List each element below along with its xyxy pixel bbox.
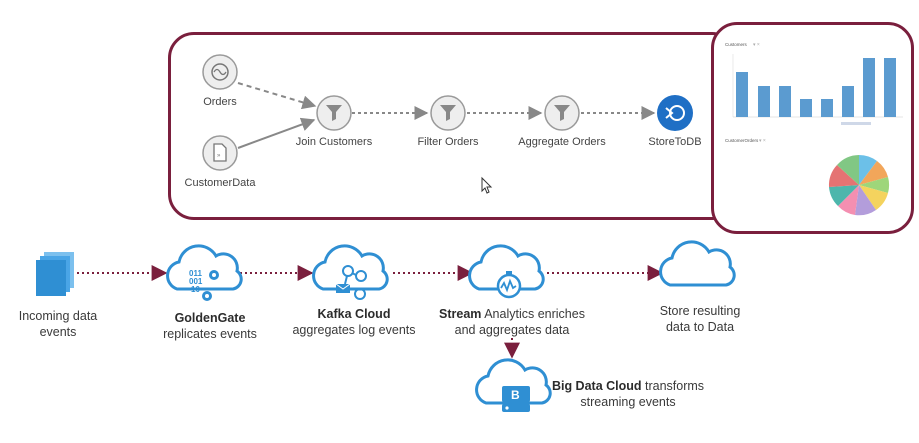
svg-text:»: » <box>217 153 221 159</box>
big-data-cloud-icon: B <box>475 358 552 412</box>
edge-orders-join <box>237 82 317 110</box>
pie-slice <box>855 185 876 216</box>
bar <box>884 58 896 117</box>
store-to-db-node[interactable] <box>657 95 693 131</box>
pie-slice <box>859 185 888 210</box>
bar <box>842 86 854 117</box>
pie-slice <box>828 165 859 187</box>
store-cloud-icon <box>659 240 736 287</box>
goldengate-cloud-icon: 011 001 10 <box>166 244 243 301</box>
goldengate-label: GoldenGate replicates events <box>163 311 257 341</box>
stream-analytics-label: Stream Analytics enriches and aggregates… <box>439 307 585 337</box>
svg-text:10: 10 <box>191 285 200 294</box>
pie-slice <box>859 155 877 185</box>
pie-slice <box>859 177 890 193</box>
pie-chart-controls-icon[interactable]: ▾ × <box>759 138 766 144</box>
kafka-cloud-icon <box>312 244 389 300</box>
bar-chart-bars <box>736 58 896 117</box>
incoming-data-label: Incoming data events <box>18 309 98 339</box>
big-data-cloud-label: Big Data Cloud transforms streaming even… <box>551 379 705 409</box>
aggregate-orders-label: Aggregate Orders <box>518 136 606 148</box>
kafka-cloud-label: Kafka Cloud aggregates log events <box>292 307 416 337</box>
store-data-label: Store resulting data to Data <box>659 304 741 334</box>
pie-slice <box>838 185 859 215</box>
orders-node[interactable] <box>202 54 238 90</box>
bar <box>821 99 833 117</box>
pie-chart-title: CustomerOrders <box>725 138 759 143</box>
orders-label: Orders <box>203 96 237 108</box>
pie-slice <box>829 185 859 206</box>
stream-analytics-cloud-icon <box>468 244 545 299</box>
svg-text:001: 001 <box>189 277 203 286</box>
customer-data-label: CustomerData <box>184 177 256 189</box>
bar-chart-legend <box>841 122 871 125</box>
bar-chart-controls-icon[interactable]: ▾ × <box>753 42 760 48</box>
edge-customerdata-join <box>237 117 316 149</box>
join-customers-label: Join Customers <box>295 136 373 148</box>
join-customers-node[interactable] <box>316 95 352 131</box>
mouse-cursor-icon <box>481 176 493 194</box>
filter-orders-label: Filter Orders <box>417 136 479 148</box>
svg-text:B: B <box>511 388 520 402</box>
dashboard-charts: Customers ▾ × CustomerOrders ▾ × <box>725 42 903 216</box>
bar <box>779 86 791 117</box>
svg-text:011: 011 <box>189 269 202 278</box>
aggregate-orders-node[interactable] <box>544 95 580 131</box>
documents-icon <box>36 252 74 296</box>
customer-data-node[interactable]: » <box>202 135 238 171</box>
filter-orders-node[interactable] <box>430 95 466 131</box>
store-to-db-label: StoreToDB <box>648 136 702 148</box>
bar <box>800 99 812 117</box>
bar <box>863 58 875 117</box>
bar <box>758 86 770 117</box>
bar <box>736 72 748 117</box>
pie-chart <box>828 155 890 216</box>
bar-chart-title: Customers <box>725 42 748 47</box>
pie-slice <box>837 155 859 185</box>
